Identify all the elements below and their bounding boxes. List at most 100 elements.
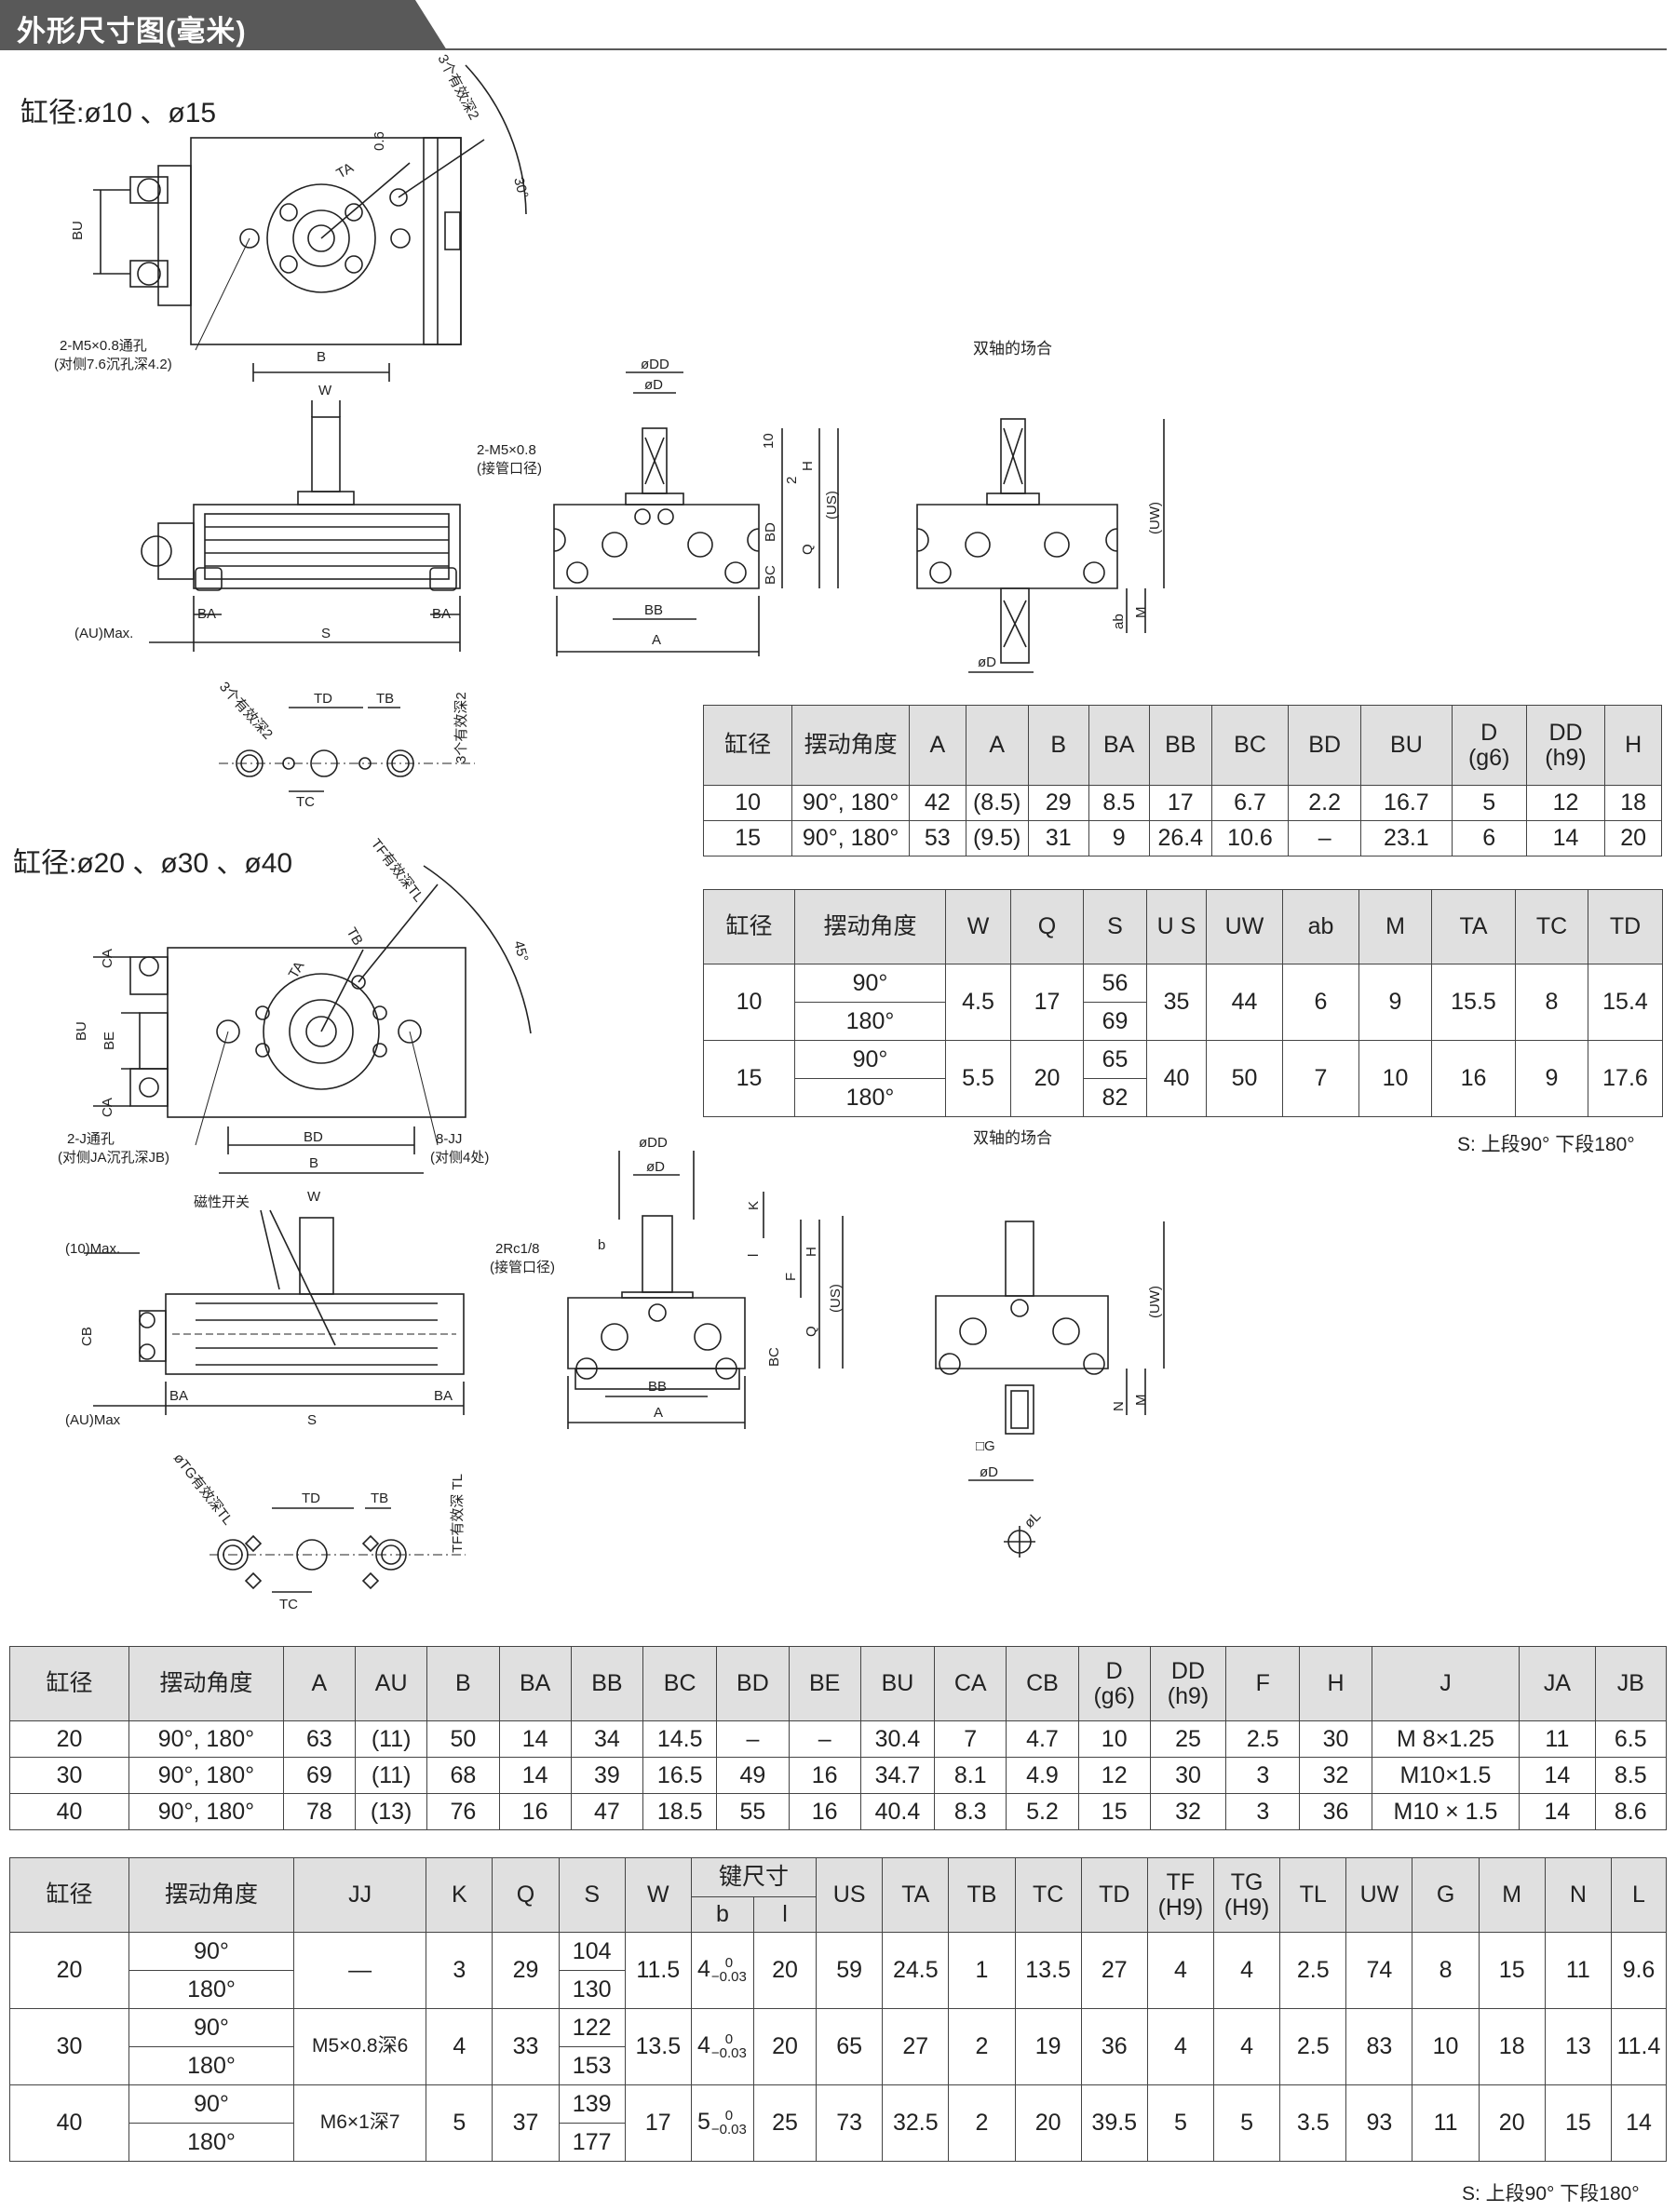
t3-h-ba: BA [498, 1646, 572, 1721]
t1-cell: 17 [1148, 785, 1212, 821]
note-port-size: (接管口径) [490, 1260, 555, 1275]
t4-h-s: S [558, 1857, 626, 1933]
t4-cell: 15 [1478, 1932, 1546, 2009]
t2-cell: 8 [1515, 964, 1588, 1041]
dim-n: N [1111, 1401, 1127, 1411]
t3-cell: 90°, 180° [128, 1720, 284, 1758]
t4-cell: 5 [1212, 2084, 1281, 2162]
t1-cell: 12 [1525, 785, 1606, 821]
t3-cell: M10×1.5 [1371, 1757, 1521, 1794]
t4-cell: 40 [8, 2084, 130, 2162]
dim-d: øD [644, 377, 663, 393]
t3-h-cb: CB [1006, 1646, 1079, 1721]
note-j-through: 2-J通孔 [67, 1131, 115, 1147]
dim-ab: ab [1111, 614, 1127, 629]
t3-h-h: H [1299, 1646, 1372, 1721]
t3-cell: 16 [788, 1757, 861, 1794]
t4-cell: 5 [426, 2084, 493, 2162]
note-port-size: (接管口径) [477, 461, 542, 477]
t4-cell: 2 [948, 2084, 1016, 2162]
t3-cell: 30 [1149, 1757, 1227, 1794]
t4-cell: 4 [426, 2008, 493, 2085]
t1-h-a: A [908, 705, 966, 786]
table-row: 20 90°, 180° 63 (11) 50 14 34 14.5 – – 3… [8, 1720, 1668, 1758]
t3-h-ca: CA [934, 1646, 1007, 1721]
t1-h-h: H [1604, 705, 1662, 786]
t1-cell: 10 [702, 785, 793, 821]
t3-h-bb: BB [570, 1646, 644, 1721]
dim-be: BE [101, 1032, 117, 1050]
dim-td: TD [314, 691, 332, 707]
t2-h-uw: UW [1206, 889, 1283, 964]
t4-h-tc: TC [1014, 1857, 1082, 1933]
t4-cell: 4 [1146, 2008, 1215, 2085]
t2-cell: 180° [794, 1078, 946, 1117]
t3-cell: 2.5 [1225, 1720, 1301, 1758]
t4-cell: 36 [1080, 2008, 1148, 2085]
t4-cell: 20 [1478, 2084, 1546, 2162]
t3-cell: 12 [1077, 1757, 1151, 1794]
t3-cell: 15 [1077, 1793, 1151, 1830]
t2-cell: 56 [1083, 964, 1147, 1003]
t4-cell: 29 [492, 1932, 560, 2009]
t4-cell: 13.5 [624, 2008, 692, 2085]
t3-cell: 36 [1299, 1793, 1372, 1830]
dim-d: øD [646, 1159, 665, 1175]
t3-cell: 47 [570, 1793, 644, 1830]
dim-key-b: b [598, 1237, 605, 1253]
double-shaft-caption-2: 双轴的场合 [973, 1129, 1052, 1147]
dim-w: W [318, 383, 332, 398]
t4-cell: — [292, 1932, 427, 2009]
dim-bb: BB [648, 1379, 667, 1395]
t1-cell: 20 [1604, 820, 1662, 856]
t1-cell: (9.5) [965, 820, 1029, 856]
t4-cell: 3.5 [1279, 2084, 1347, 2162]
dim-bu: BU [70, 221, 86, 240]
table4-note: S: 上段90° 下段180° [1462, 2183, 1640, 2205]
dim-key-l: l [746, 1254, 762, 1257]
t4-h-us: US [816, 1857, 884, 1933]
t3-h-d: D(g6) [1077, 1646, 1151, 1721]
dim-ba-left: BA [169, 1388, 188, 1404]
t4-cell: 59 [816, 1932, 884, 2009]
dim-k: K [746, 1201, 762, 1210]
dim-d-bottom: øD [978, 654, 996, 670]
t4-cell: 180° [128, 2123, 294, 2162]
t4-h-tb: TB [948, 1857, 1016, 1933]
dim-q: Q [804, 1326, 819, 1337]
t3-cell: 4.9 [1006, 1757, 1079, 1794]
dim-s: S [307, 1412, 317, 1428]
spec-table-4: 缸径 摆动角度 JJ K Q S W 键尺寸 US TA TB TC TD TF… [8, 1857, 1668, 2162]
page-title: 外形尺寸图(毫米) [17, 15, 247, 47]
dim-l: øL [1021, 1508, 1044, 1531]
t4-h-m: M [1478, 1857, 1546, 1933]
dim-10: 10 [761, 433, 777, 449]
t1-h-ba: BA [1088, 705, 1150, 786]
t3-h-bore: 缸径 [8, 1646, 130, 1721]
t3-cell: 40 [8, 1793, 130, 1830]
t1-h-dd: DD(h9) [1525, 705, 1606, 786]
t4-cell: 2.5 [1279, 1932, 1347, 2009]
t2-h-s: S [1083, 889, 1147, 964]
dim-bb: BB [644, 602, 663, 618]
t4-h-key: 键尺寸 [690, 1857, 818, 1897]
side-view-small [553, 371, 839, 656]
t3-h-dd: DD(h9) [1149, 1646, 1227, 1721]
t3-cell: (11) [355, 1757, 428, 1794]
t3-h-au: AU [355, 1646, 428, 1721]
dim-s: S [321, 626, 331, 641]
t2-cell: 17.6 [1588, 1040, 1663, 1117]
t2-cell: 15.5 [1431, 964, 1516, 1041]
t2-cell: 82 [1083, 1078, 1147, 1117]
t3-cell: 7 [934, 1720, 1007, 1758]
t4-cell: 39.5 [1080, 2084, 1148, 2162]
t3-cell: 8.6 [1594, 1793, 1668, 1830]
t3-cell: 8.5 [1594, 1757, 1668, 1794]
t4-cell: 18 [1478, 2008, 1546, 2085]
table-row: 10 90°, 180° 42 (8.5) 29 8.5 17 6.7 2.2 … [702, 785, 1662, 821]
t4-h-uw: UW [1345, 1857, 1413, 1933]
t3-cell: 14 [498, 1720, 572, 1758]
t4-cell: 65 [816, 2008, 884, 2085]
t4-cell: 11 [1412, 2084, 1480, 2162]
